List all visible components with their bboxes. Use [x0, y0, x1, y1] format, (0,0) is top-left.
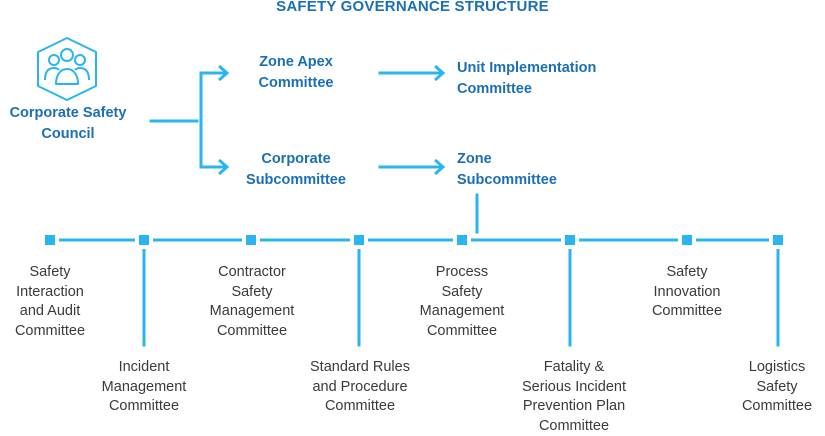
diagram-title: SAFETY GOVERNANCE STRUCTURE: [276, 0, 549, 15]
fatality-serious-incident-prevention-committee: Fatality & Serious Incident Prevention P…: [522, 359, 626, 434]
corporate-safety-council: Corporate Safety Council: [9, 105, 127, 142]
safety-innovation-committee: Safety Innovation Committee: [651, 264, 723, 319]
arrowhead-apex: [218, 64, 230, 82]
zone-apex-committee: Zone Apex Committee: [258, 54, 334, 91]
process-safety-management-committee: Process Safety Management Committee: [419, 264, 505, 339]
standard-rules-procedure-committee: Standard Rules and Procedure Committee: [310, 359, 410, 414]
corporate-subcommittee: Corporate Subcommittee: [246, 151, 346, 188]
incident-management-committee: Incident Management Committee: [101, 359, 187, 414]
unit-implementation-committee: Unit Implementation Committee: [457, 60, 597, 97]
safety-interaction-audit-committee: Safety Interaction and Audit Committee: [14, 264, 86, 339]
arrowhead-corp: [218, 158, 230, 176]
logistics-safety-committee: Logistics Safety Committee: [741, 359, 813, 414]
arrowhead-unit: [434, 64, 446, 82]
arrowhead-zone: [434, 158, 446, 176]
zone-subcommittee: Zone Subcommittee: [457, 151, 557, 188]
people-group-icon: [37, 37, 97, 101]
contractor-safety-management-committee: Contractor Safety Management Committee: [209, 264, 295, 339]
